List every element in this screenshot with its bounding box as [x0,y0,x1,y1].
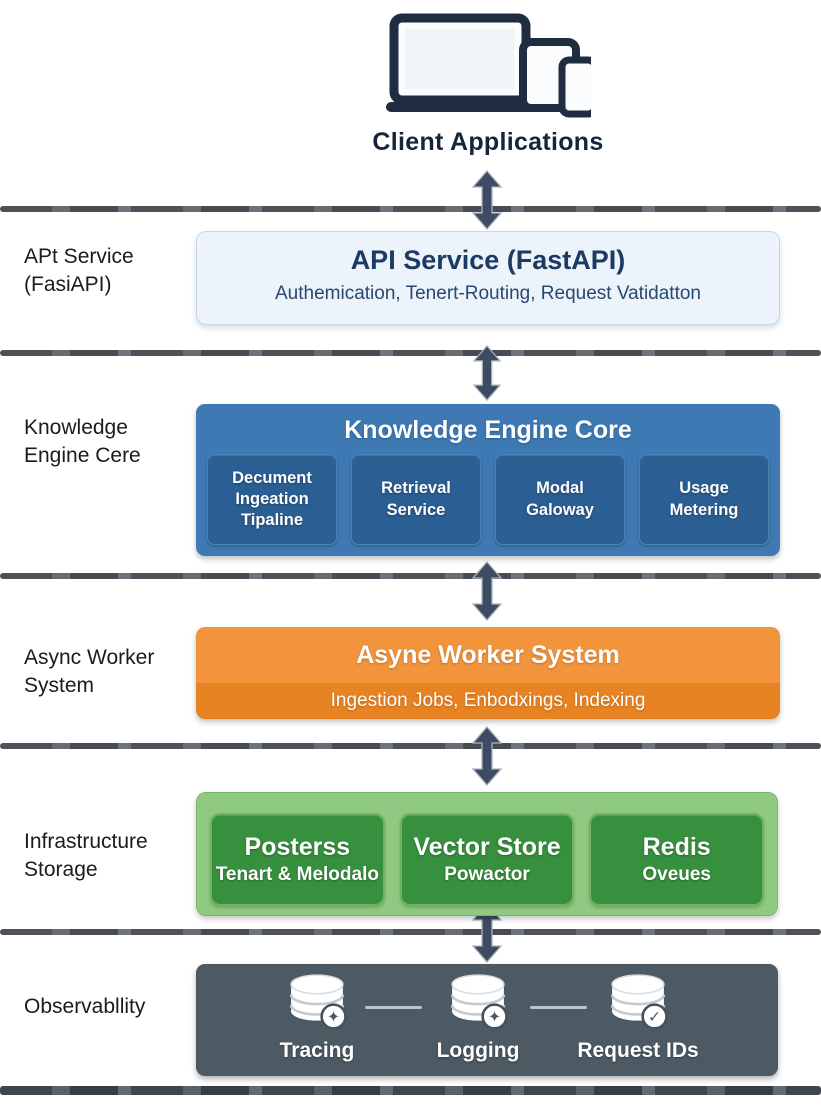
svg-text:✦: ✦ [488,1009,501,1026]
api-service-subtitle: Authemication, Tenert-Routing, Request V… [275,283,701,304]
database-sparkle-icon: ✦ [285,972,349,1035]
async-worker-title: Asyne Worker System [356,640,620,669]
knowledge-engine-box: Knowledge Engine Core Decument Ingeation… [196,404,780,556]
svg-text:✦: ✦ [327,1009,340,1026]
section-divider [0,350,821,356]
api-service-title: API Service (FastAPI) [350,245,626,275]
side-label-async-worker: Async Worker System [24,646,155,697]
section-divider [0,206,821,212]
observability-box: ✦ Tracing ✦ Logging ✓ [196,964,778,1076]
knowledge-engine-title: Knowledge Engine Core [344,416,632,444]
observability-item-logging: ✦ Logging [403,972,553,1063]
section-divider [0,573,821,579]
connector-line [365,1006,422,1009]
svg-text:✓: ✓ [648,1009,661,1026]
knowledge-child-usage-metering: Usage Metering [639,454,769,545]
api-service-box: API Service (FastAPI) Authemication, Ten… [196,231,780,325]
flow-arrow-icon [470,903,504,968]
side-label-infrastructure: Infrastructure Storage [24,830,148,881]
observability-item-tracing: ✦ Tracing [242,972,392,1063]
flow-arrow-icon [470,170,504,235]
infrastructure-storage-box: Posterss Tenart & Melodalo Vector Store … [196,792,778,916]
side-label-api-service: APt Service (FasiAPI) [24,245,134,296]
infra-child-postgres: Posterss Tenart & Melodalo [210,813,385,906]
flow-arrow-icon [470,560,504,627]
database-sparkle-icon: ✦ [446,972,510,1035]
infra-child-vector-store: Vector Store Powactor [399,813,575,906]
client-devices-icon [386,12,599,125]
async-worker-box: Asyne Worker System Ingestion Jobs, Enbo… [196,627,780,719]
async-worker-subtitle: Ingestion Jobs, Enbodxings, Indexing [330,690,646,711]
flow-arrow-icon [470,725,504,792]
flow-arrow-icon [470,345,504,406]
knowledge-child-document-ingestion: Decument Ingeation Tipaline [207,454,337,545]
knowledge-children: Decument Ingeation Tipaline Retrieval Se… [207,454,769,545]
connector-line [530,1006,587,1009]
side-label-observability: Observabllity [24,995,146,1018]
infra-child-redis: Redis Oveues [589,813,765,906]
client-applications-label: Client Applications [372,128,604,156]
side-label-knowledge-engine: Knowledge Engine Cere [24,416,141,467]
section-divider [0,1086,821,1095]
knowledge-child-model-gateway: Modal Galoway [495,454,625,545]
section-divider [0,929,821,935]
database-check-icon: ✓ [606,972,670,1035]
section-divider [0,743,821,749]
observability-item-request-ids: ✓ Request IDs [563,972,713,1063]
infrastructure-children: Posterss Tenart & Melodalo Vector Store … [210,813,765,906]
knowledge-child-retrieval-service: Retrieval Service [351,454,481,545]
